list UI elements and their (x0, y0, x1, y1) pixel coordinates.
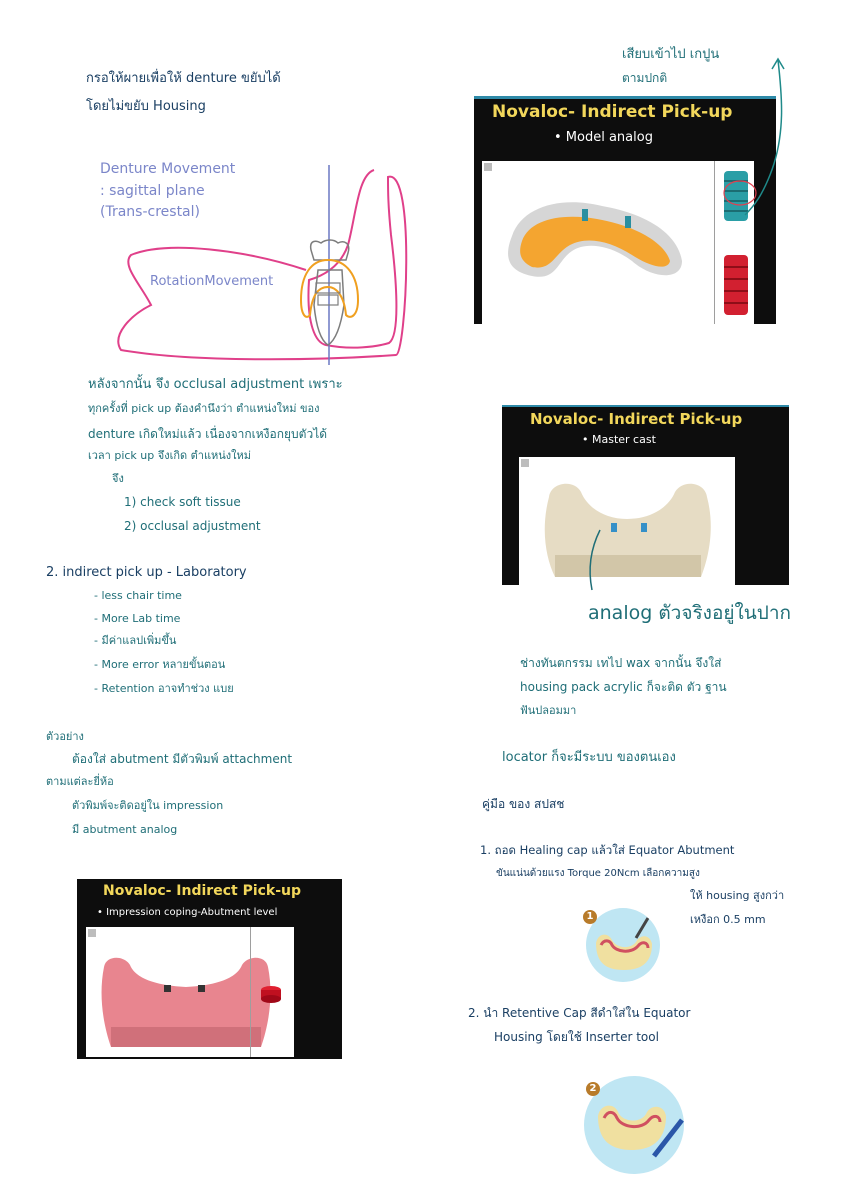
red-analog-icon (724, 255, 748, 315)
top-note-line2: ตามปกติ (622, 71, 668, 85)
step1-line-1: 1. ถอด Healing cap แล้วใส่ Equator Abutm… (480, 843, 735, 857)
example-line-3: ตัวพิมพ์จะติดอยู่ใน impression (72, 799, 224, 812)
manual-heading: คู่มือ ของ สปสช (482, 797, 565, 811)
denture-outline (117, 169, 408, 361)
occlusal-para-line4: เวลา pick up จึงเกิด ตำแหน่งใหม่ (88, 449, 252, 462)
example-label: ตัวอย่าง (46, 730, 84, 743)
slide1-number (484, 163, 492, 171)
indirect-item-3: - มีค่าแลปเพิ่มขึ้น (94, 634, 177, 647)
orange-model-analog (508, 202, 682, 277)
slide2-title: Novaloc- Indirect Pick-up (530, 410, 743, 428)
locator-note: locator ก็จะมีระบบ ของตนเอง (502, 750, 676, 765)
intro-note-line2: โดยไม่ขยับ Housing (86, 99, 206, 114)
diagram-label-rotation: RotationMovement (150, 274, 274, 289)
denture-movement-diagram (117, 165, 408, 365)
slide-model-analog: Novaloc- Indirect Pick-up • Model analog (474, 96, 776, 324)
example-line-1: ต้องใส่ abutment มีตัวพิมพ์ attachment (72, 752, 293, 766)
analog-note: analog ตัวจริงอยู่ในปาก (588, 602, 791, 624)
step1-illustration (586, 908, 660, 982)
example-line-4: มี abutment analog (72, 823, 178, 836)
slide1-panel (482, 161, 754, 324)
indirect-item-4: - More error หลายขั้นตอน (94, 658, 226, 671)
slide1-title: Novaloc- Indirect Pick-up (492, 102, 733, 122)
diagram-label-denture-movement: Denture Movement (100, 161, 236, 177)
diagram-label-transcrestal: (Trans-crestal) (100, 204, 200, 220)
step1-badge: 1 (583, 910, 597, 924)
red-cap-icon (261, 986, 281, 1003)
step1-line-2: ขันแน่นด้วยแรง Torque 20Ncm เลือกความสูง (496, 868, 700, 879)
step2-line-1: 2. นำ Retentive Cap สีดำใส่ใน Equator (468, 1006, 691, 1020)
arrow-annotation (723, 57, 785, 216)
slide3-panel (86, 927, 294, 1057)
then-item-1: 1) check soft tissue (124, 495, 241, 509)
tech-line-2: housing pack acrylic ก็จะติด ตัว ฐาน (520, 680, 727, 694)
occlusal-para-line3: denture เกิดใหม่แล้ว เนื่องจากเหงือกยุบต… (88, 427, 328, 441)
indirect-heading: 2. indirect pick up - Laboratory (46, 565, 247, 580)
indirect-item-2: - More Lab time (94, 612, 181, 625)
slide1-subtitle: • Model analog (554, 130, 653, 145)
tooth-outline (309, 239, 350, 346)
slide-master-cast: Novaloc- Indirect Pick-up • Master cast (502, 405, 789, 585)
slide-impression-coping: Novaloc- Indirect Pick-up • Impression c… (77, 879, 342, 1059)
occlusal-para-line2: ทุกครั้งที่ pick up ต้องคำนึงว่า ตำแหน่ง… (88, 402, 320, 415)
master-cast-model (544, 483, 711, 577)
then-item-2: 2) occlusal adjustment (124, 519, 261, 533)
housing-outline (299, 258, 360, 318)
step2-line-2: Housing โดยใช้ Inserter tool (494, 1030, 659, 1044)
top-note-line1: เสียบเข้าไป เกปูน (622, 47, 720, 62)
pink-impression-model (101, 957, 271, 1047)
step2-badge: 2 (586, 1082, 600, 1096)
indirect-item-5: - Retention อาจทำช่วง แบย (94, 682, 234, 695)
slide2-panel (519, 457, 735, 585)
step1-side-2: เหงือก 0.5 mm (690, 913, 766, 926)
occlusal-para-line1: หลังจากนั้น จึง occlusal adjustment เพรา… (88, 377, 343, 392)
slide3-subtitle: • Impression coping-Abutment level (97, 907, 278, 918)
step2-illustration (584, 1076, 684, 1174)
slide3-number (88, 929, 96, 937)
slide2-subtitle: • Master cast (582, 433, 656, 446)
example-line-2: ตามแต่ละยี่ห้อ (46, 775, 114, 788)
diagram-label-sagittal: : sagittal plane (100, 183, 205, 199)
step2-badge-text: 2 (589, 1083, 597, 1094)
step1-side-1: ให้ housing สูงกว่า (690, 889, 785, 902)
indirect-item-1: - less chair time (94, 589, 182, 602)
tech-line-3: ฟันปลอมมา (520, 704, 577, 717)
analog-pointer-line (589, 529, 601, 591)
intro-note-line1: กรอให้ผายเพื่อให้ denture ขยับได้ (86, 71, 281, 86)
step1-badge-text: 1 (586, 911, 594, 922)
slide2-number (521, 459, 529, 467)
slide3-title: Novaloc- Indirect Pick-up (103, 883, 302, 899)
tech-line-1: ช่างทันตกรรม เทไป wax จากนั้น จึงใส่ (520, 656, 722, 670)
then-label: จึง (112, 472, 124, 485)
